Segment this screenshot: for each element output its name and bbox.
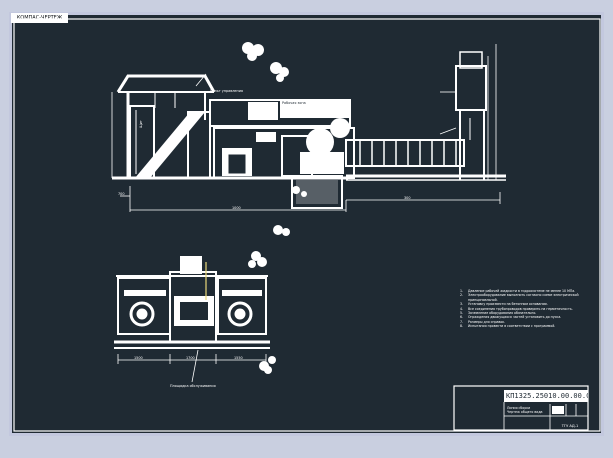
drawing-code: КП1325.25010.00.00.СБ <box>506 391 588 401</box>
inner-frame <box>13 18 601 432</box>
dim-bottom-left: 1000 <box>232 206 241 210</box>
label-top-b: Рабочая зона <box>282 101 306 105</box>
drawing-title: Линия сборки Чертеж общего вида <box>507 406 543 414</box>
dim-view-b: 1700 <box>186 356 195 360</box>
dim-bottom-right: 300 <box>404 196 411 200</box>
main-assembly-view <box>111 44 506 212</box>
dim-view-a: 1500 <box>134 356 143 360</box>
label-left-vertical: Щит <box>139 120 143 128</box>
callout-label: Площадка обслуживания <box>170 384 216 388</box>
dim-small: 700 <box>118 192 125 196</box>
drawing-sheet[interactable] <box>9 12 604 436</box>
technical-notes: 1.Давление рабочей жидкости в гидросисте… <box>460 289 579 329</box>
marker-blobs <box>242 42 307 374</box>
organization-label: ТГУ АД-1 <box>561 424 579 428</box>
label-top-a: Пульт управления <box>210 89 243 93</box>
document-tab[interactable]: КОМПАС-ЧЕРТЕЖ <box>11 13 68 23</box>
section-view <box>114 256 270 383</box>
dim-view-c: 1550 <box>234 356 243 360</box>
